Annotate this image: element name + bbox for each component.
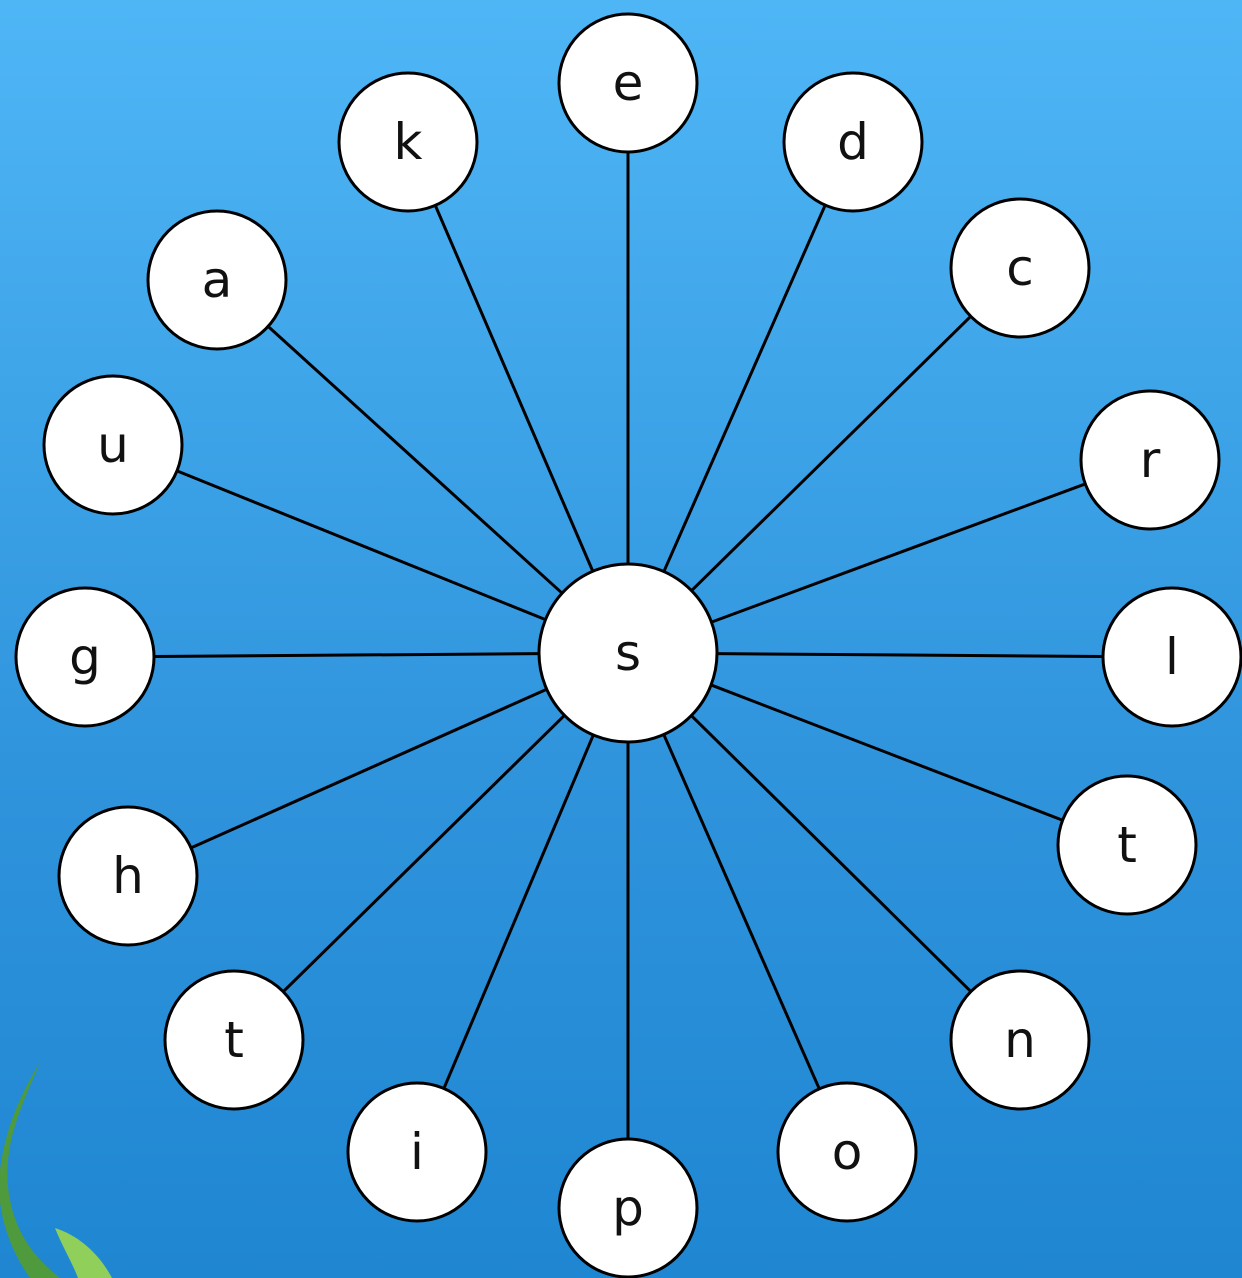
spoke-line [717,654,1103,657]
letter-text: t [224,1011,244,1069]
letter-node: c [951,199,1089,337]
letter-text: a [202,251,233,309]
letter-text: k [394,113,423,171]
letter-node: o [778,1083,916,1221]
letter-node: l [1103,588,1241,726]
letter-text: n [1004,1011,1036,1069]
letter-text: d [837,113,869,171]
spoke-line [191,689,547,848]
spoke-line [664,205,825,571]
spoke-line [268,326,562,593]
center-letter: s [615,624,641,682]
spoke-line [711,484,1085,622]
letter-node: k [339,73,477,211]
spoke-line [691,316,970,590]
letter-text: h [112,847,144,905]
center-node: s [539,564,717,742]
letter-node: a [148,211,286,349]
spoke-line [154,654,539,657]
letter-text: l [1165,628,1179,686]
spoke-line [711,685,1063,820]
spoke-line [691,716,971,992]
letter-node: e [559,14,697,152]
letter-node: i [348,1083,486,1221]
letter-node: p [559,1139,697,1277]
letter-node: t [1058,776,1196,914]
letter-node: n [951,971,1089,1109]
letter-text: r [1140,431,1161,489]
letter-node: u [44,376,182,514]
letter-node: r [1081,391,1219,529]
letter-node: d [784,73,922,211]
spoke-line [444,735,593,1088]
letter-text: o [832,1123,863,1181]
letter-text: u [97,416,129,474]
letter-text: g [69,628,101,686]
letter-node: h [59,807,197,945]
spoke-line [177,471,545,620]
letter-text: i [410,1123,424,1181]
spoke-line [664,734,820,1088]
spoke-line [283,715,564,991]
letter-text: p [612,1179,644,1237]
spoke-line [435,205,593,571]
letter-text: e [613,54,644,112]
letter-text: t [1117,816,1137,874]
letter-text: c [1006,239,1034,297]
letter-node: t [165,971,303,1109]
letter-node: g [16,588,154,726]
